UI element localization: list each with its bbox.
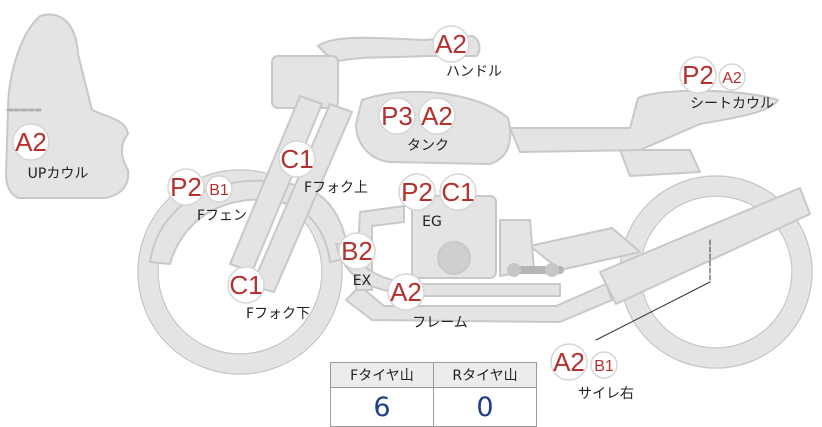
part-label-ffork_lo: Fフォク下 (246, 306, 310, 322)
badge-code: B2 (341, 236, 373, 266)
rear-tire-value: 0 (433, 387, 537, 427)
badge-code: P2 (170, 172, 202, 202)
badge-ffender-0: P2 (167, 168, 205, 206)
badge-circle (205, 175, 233, 203)
badge-circle (398, 173, 436, 211)
rear-frame-shape (529, 227, 641, 271)
badge-circle (432, 25, 470, 63)
seat-cowl-shape (509, 89, 779, 153)
badge-handle-0: A2 (432, 25, 470, 63)
part-label-ffender: Fフェン (197, 208, 247, 224)
badge-circle (278, 140, 316, 178)
badge-seatcowl-1: A2 (718, 63, 746, 91)
tire-tread-table: Fタイヤ山 Rタイヤ山 6 0 (330, 362, 537, 427)
badge-circle (338, 232, 376, 270)
silencer-shape (599, 187, 811, 305)
badge-circle (12, 123, 50, 161)
motorcycle-body (5, 13, 813, 375)
badge-upcowl-0: A2 (12, 123, 50, 161)
badge-circle (550, 343, 588, 381)
badge-code: B1 (594, 358, 614, 375)
front-tire-header: Fタイヤ山 (330, 362, 434, 388)
badge-circle (378, 97, 416, 135)
badge-silencer-0: A2 (550, 343, 588, 381)
part-label-tank: タンク (407, 138, 449, 154)
badge-code: A2 (15, 127, 47, 157)
badge-circle (718, 63, 746, 91)
badge-circle (387, 273, 425, 311)
part-label-silencer: サイレ右 (578, 386, 634, 402)
badge-tank-0: P3 (378, 97, 416, 135)
badge-circle (227, 266, 265, 304)
badge-code: P2 (401, 177, 433, 207)
badge-ffork_up-0: C1 (278, 140, 316, 178)
part-label-ffork_up: Fフォク上 (304, 180, 368, 196)
front-wheel (139, 171, 341, 373)
badge-ffork_lo-0: C1 (227, 266, 265, 304)
badge-silencer-1: B1 (590, 351, 618, 379)
badge-code: C1 (441, 177, 474, 207)
part-label-eg: EG (422, 214, 442, 230)
badge-ffender-1: B1 (205, 175, 233, 203)
badge-code: B1 (209, 182, 229, 199)
part-label-frame: フレーム (412, 315, 468, 331)
badge-circle (679, 56, 717, 94)
badge-circle (590, 351, 618, 379)
badge-code: A2 (421, 101, 453, 131)
badge-tank-1: A2 (418, 97, 456, 135)
rear-tire-header: Rタイヤ山 (433, 362, 537, 388)
badge-circle (167, 168, 205, 206)
badge-code: P3 (381, 101, 413, 131)
badge-code: A2 (553, 347, 585, 377)
badge-frame-0: A2 (387, 273, 425, 311)
badge-ex-0: B2 (338, 232, 376, 270)
badge-code: A2 (390, 277, 422, 307)
front-fork-shape (251, 103, 353, 293)
badge-circle (418, 97, 456, 135)
part-label-ex: EX (353, 273, 372, 289)
badge-code: C1 (280, 144, 313, 174)
badge-code: C1 (229, 270, 262, 300)
part-label-upcowl: UPカウル (28, 166, 89, 182)
badge-code: P2 (682, 60, 714, 90)
badge-code: A2 (435, 29, 467, 59)
badge-seatcowl-0: P2 (679, 56, 717, 94)
part-label-seatcowl: シートカウル (690, 96, 774, 112)
badge-eg-1: C1 (439, 173, 477, 211)
part-label-handle: ハンドル (446, 64, 502, 80)
badge-circle (439, 173, 477, 211)
badge-eg-0: P2 (398, 173, 436, 211)
badge-code: A2 (722, 70, 742, 87)
front-tire-value: 6 (330, 387, 434, 427)
